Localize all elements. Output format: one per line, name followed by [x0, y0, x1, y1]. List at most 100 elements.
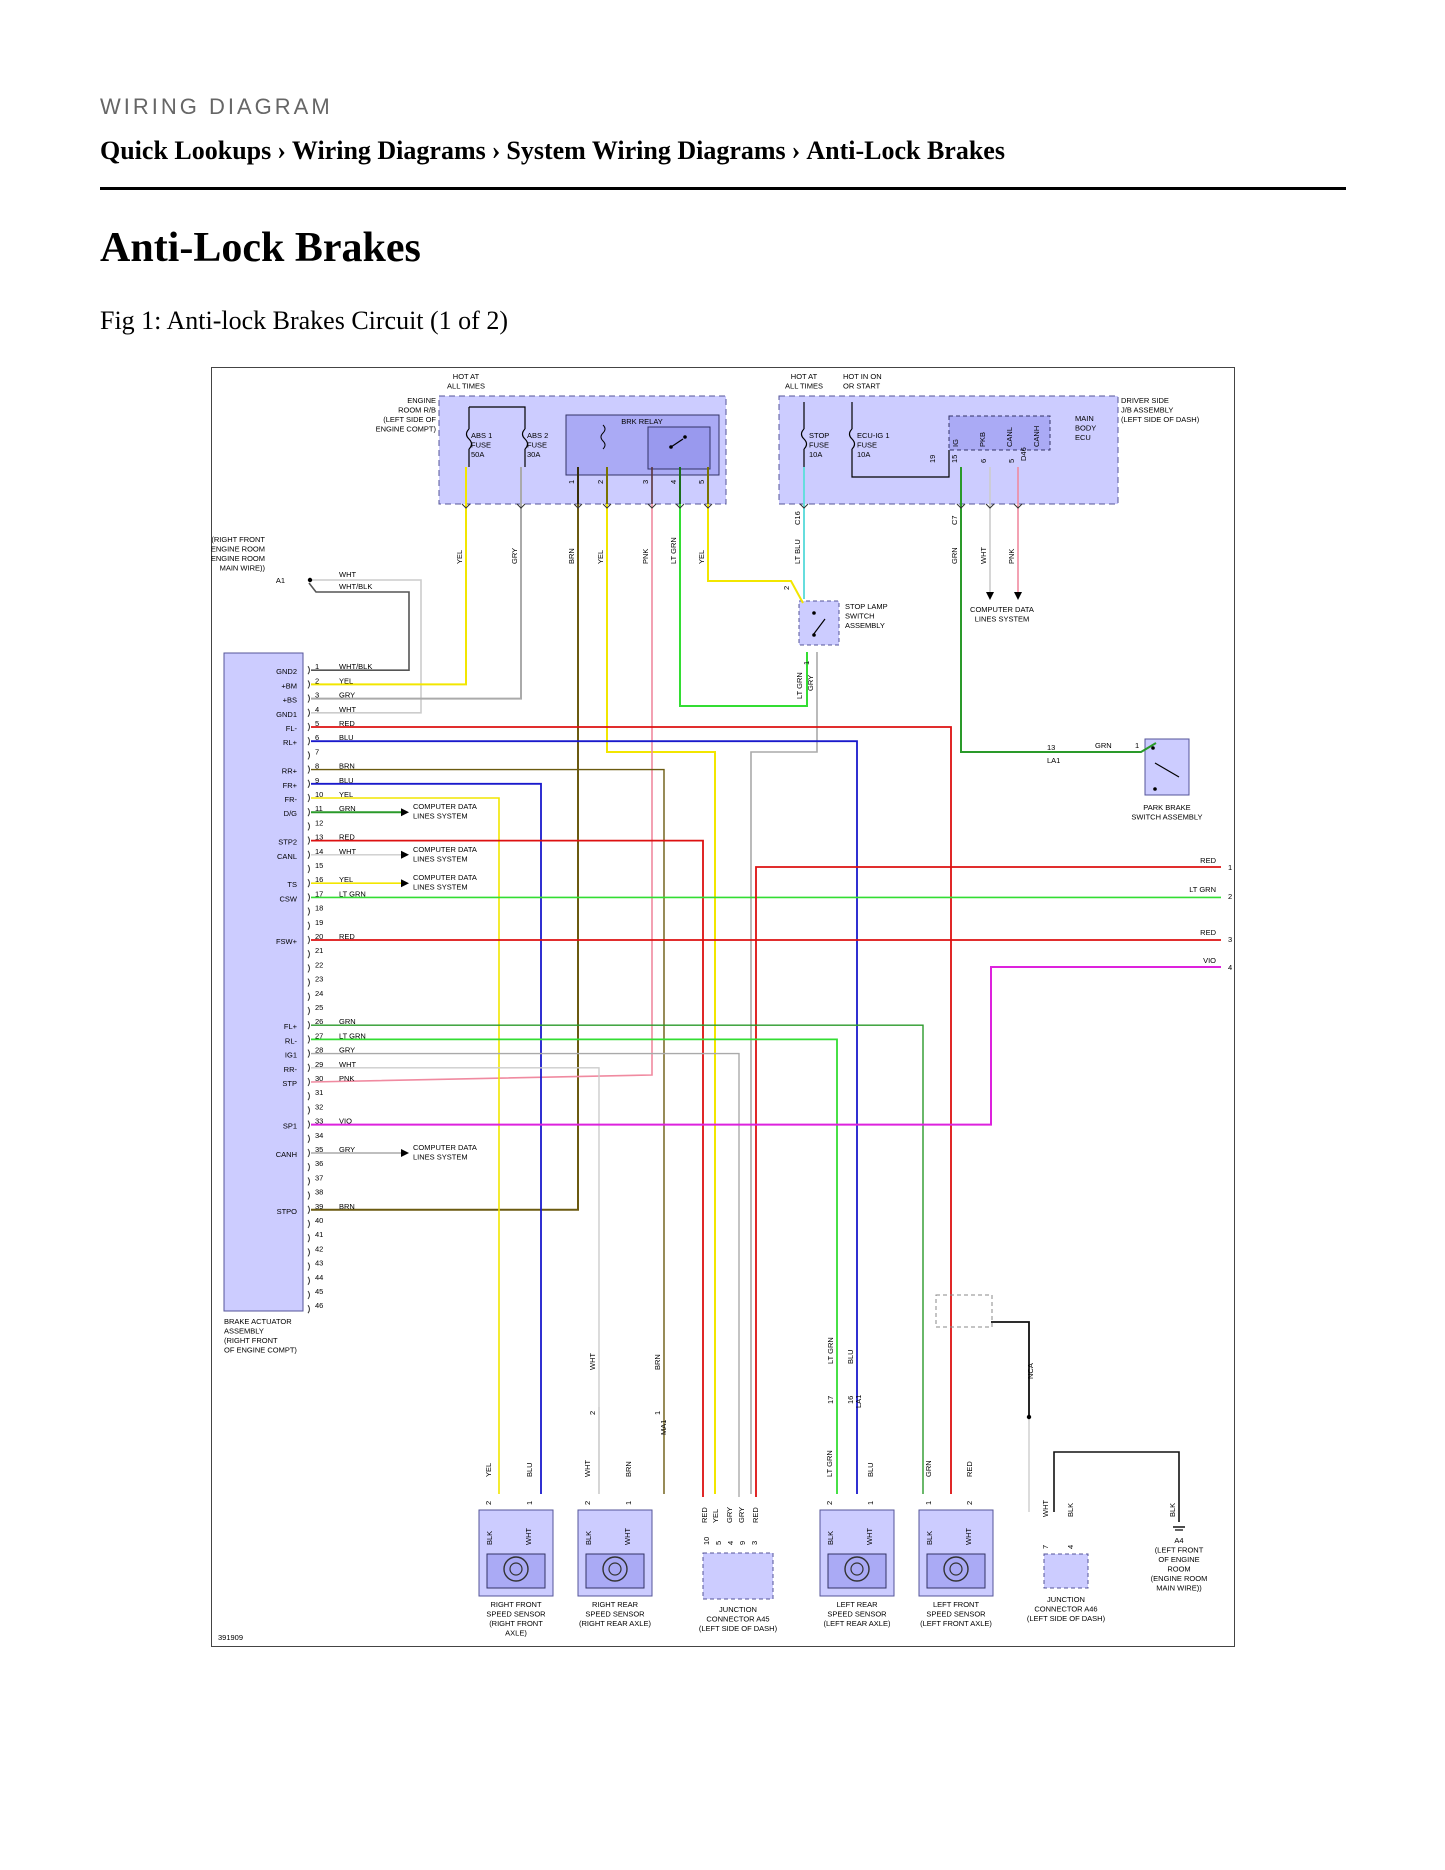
breadcrumb-system-wiring-diagrams[interactable]: System Wiring Diagrams — [506, 136, 786, 165]
rf-sensor-label: AXLE) — [505, 1629, 527, 1638]
ecu-pin-marker — [307, 1276, 310, 1286]
splice-point-icon — [1026, 1414, 1032, 1420]
connector-chevron — [703, 503, 713, 509]
stop-lamp-label: ASSEMBLY — [845, 621, 885, 630]
fuse-icon — [800, 428, 808, 450]
computer-data-label: COMPUTER DATA — [413, 873, 477, 882]
wire-grn-pin26 — [311, 1024, 924, 1494]
lr-sensor-label: LEFT REAR — [836, 1600, 878, 1609]
ecu-wire-label: YEL — [339, 875, 353, 884]
breadcrumb: Quick Lookups›Wiring Diagrams›System Wir… — [100, 136, 1005, 166]
offpage-wire-label: LT GRN — [1189, 885, 1216, 894]
ecu-assembly-label: (RIGHT FRONT — [224, 1336, 278, 1345]
ecu-pin-number: 26 — [315, 1017, 323, 1026]
ground-label: (ENGINE ROOM — [211, 554, 265, 563]
ecu-pin-name: +BS — [283, 696, 297, 705]
ecu-wire-label: WHT — [339, 847, 356, 856]
jb-pin-number: 5 — [1007, 459, 1016, 463]
wire-ltgrn-stop — [679, 467, 808, 707]
wire-color-label: YEL — [455, 550, 464, 564]
connector-chevron — [1013, 503, 1023, 509]
ecu-pin-number: 24 — [315, 989, 323, 998]
wire-color-label: GRY — [737, 1507, 746, 1523]
pin-number: 13 — [1047, 743, 1055, 752]
ecu-wire-label: PNK — [339, 1074, 354, 1083]
ecu-pin-number: 19 — [315, 918, 323, 927]
pin-number: 4 — [1066, 1545, 1075, 1549]
power-label: OR START — [843, 382, 881, 391]
breadcrumb-wiring-diagrams[interactable]: Wiring Diagrams — [291, 136, 486, 165]
pin-number: 10 — [702, 1537, 711, 1545]
fuse-icon — [521, 428, 529, 450]
computer-data-arrow — [401, 1149, 409, 1157]
lr-sensor-body — [827, 1553, 887, 1589]
ecu-pin-name: GND1 — [276, 710, 297, 719]
ecu-pin-number: 7 — [315, 747, 319, 756]
ecu-pin-number: 29 — [315, 1060, 323, 1069]
ecu-pin-number: 25 — [315, 1003, 323, 1012]
rr-sensor-label: RIGHT REAR — [592, 1600, 639, 1609]
connector-id: C16 — [793, 511, 802, 525]
breadcrumb-anti-lock-brakes[interactable]: Anti-Lock Brakes — [806, 136, 1005, 165]
ecu-pin-name: D/G — [284, 809, 298, 818]
brk-relay-label: BRK RELAY — [621, 417, 663, 426]
wire-color-label: BLU — [525, 1462, 534, 1477]
box-label: (LEFT SIDE OF — [383, 415, 436, 424]
computer-data-arrow — [986, 592, 994, 600]
ecu-wire-label: WHT/BLK — [339, 662, 372, 671]
junction-a46-label: CONNECTOR A46 — [1034, 1605, 1097, 1614]
connector-chevron — [675, 503, 685, 509]
pin-number: 2 — [588, 1411, 597, 1415]
ecu-pin-number: 30 — [315, 1074, 323, 1083]
wire-yel-abs1 — [311, 467, 467, 686]
box-label: MAIN — [1075, 414, 1094, 423]
ecu-pin-name: FR+ — [283, 781, 298, 790]
computer-data-label: COMPUTER DATA — [413, 845, 477, 854]
rf-sensor-body — [486, 1553, 546, 1589]
pin-number: 3 — [750, 1541, 759, 1545]
ecu-wire-label: RED — [339, 833, 355, 842]
main-body-pin-name: CANH — [1032, 426, 1041, 447]
offpage-number: 4 — [1228, 963, 1232, 972]
ecu-wire-label: BLU — [339, 733, 354, 742]
computer-data-arrow — [1014, 592, 1022, 600]
wire-color-label: BLK — [1066, 1503, 1075, 1517]
gear-icon — [602, 1556, 628, 1582]
wire-color-label: RED — [965, 1461, 974, 1477]
relay-pin-number: 1 — [567, 480, 576, 484]
relay-pin-number: 5 — [697, 480, 706, 484]
ecu-pin-marker — [307, 694, 310, 703]
park-brake-label: SWITCH ASSEMBLY — [1131, 813, 1202, 822]
ecu-pin-number: 8 — [315, 762, 319, 771]
ecu-pin-number: 14 — [315, 847, 323, 856]
breadcrumb-quick-lookups[interactable]: Quick Lookups — [100, 136, 272, 165]
wire-red-pin5 — [311, 726, 952, 1494]
wire-color-label: YEL — [697, 550, 706, 564]
wire-color-label: PNK — [641, 549, 650, 564]
relay-coil-icon — [600, 424, 606, 450]
gear-hub-icon — [850, 1562, 864, 1576]
ecu-pin-marker — [307, 1162, 310, 1172]
ecu-wire-label: RED — [339, 932, 355, 941]
main-body-pin-name: PKB — [978, 432, 987, 447]
junction-a45-label: JUNCTION — [719, 1605, 757, 1614]
main-body-ecu-box — [948, 415, 1051, 451]
ecu-pin-marker — [307, 793, 310, 803]
ecu-pin-number: 45 — [315, 1287, 323, 1296]
wire-yel-relay — [606, 467, 716, 1494]
ecu-pin-number: 43 — [315, 1259, 323, 1268]
ecu-pin-marker — [307, 736, 310, 746]
junction-a45-label: (LEFT SIDE OF DASH) — [699, 1624, 778, 1633]
pin-number: 2 — [484, 1501, 493, 1505]
ecu-pin-number: 34 — [315, 1131, 323, 1140]
ecu-pin-name: CANH — [276, 1150, 297, 1159]
ecu-pin-marker — [307, 779, 310, 789]
ecu-pin-number: 15 — [315, 861, 323, 870]
computer-data-label: LINES SYSTEM — [413, 854, 468, 863]
pin-number: 17 — [826, 1396, 835, 1404]
ecu-pin-marker — [307, 1020, 310, 1030]
ground-a4-label: OF ENGINE — [1158, 1555, 1199, 1564]
ecu-wire-label: BRN — [339, 762, 355, 771]
ecu-pin-marker — [307, 978, 310, 987]
gear-icon — [943, 1556, 969, 1582]
